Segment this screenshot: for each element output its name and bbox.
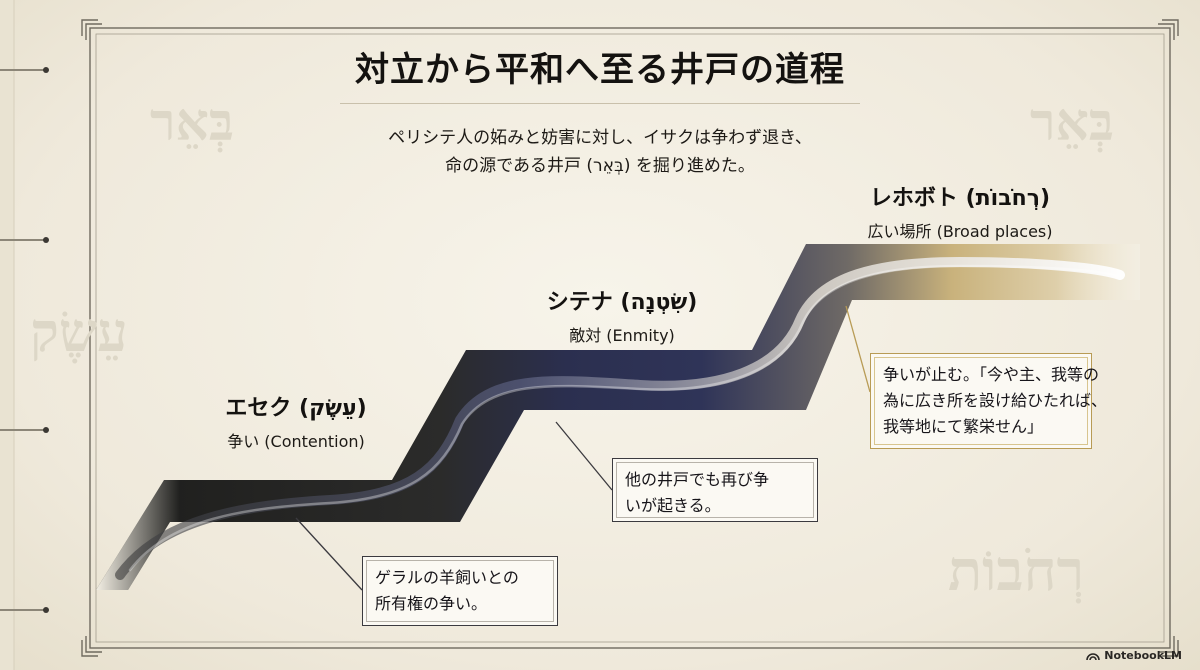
callout-rehoboth-line-1: 争いが止む。「今や主、我等の xyxy=(883,365,1100,384)
stage-meaning-sitnah: 敵対 (Enmity) xyxy=(569,326,675,345)
water-stream-highlight xyxy=(128,264,1120,572)
callout-sitnah-line-1: 他の井戸でも再び争 xyxy=(625,470,770,489)
callout-esek-line-2: 所有権の争い。 xyxy=(375,594,488,613)
callout-esek-line-1: ゲラルの羊飼いとの xyxy=(375,568,519,587)
page-title: 対立から平和へ至る井戸の道程 xyxy=(355,50,845,90)
staircase-fade xyxy=(96,244,1140,590)
watermark-beer-left: בְּאֵר xyxy=(150,92,234,153)
stage-name-sitnah: シテナ (שִׂטְנָה) xyxy=(546,290,698,315)
callout-rehoboth-line-3: 我等地にて繁栄せん」 xyxy=(883,417,1044,436)
stage-label-rehoboth: レホボト (רְחֹבוֹת) 広い場所 (Broad places) xyxy=(840,180,1080,242)
stage-label-esek: エセク (עֵשֶׂק) 争い (Contention) xyxy=(196,390,396,452)
brand-label: NotebookLM xyxy=(1104,649,1182,662)
water-stream xyxy=(115,256,1125,580)
stage-meaning-rehoboth: 広い場所 (Broad places) xyxy=(867,222,1053,241)
stage-name-esek: エセク (עֵשֶׂק) xyxy=(225,396,367,421)
callout-sitnah-line-2: いが起きる。 xyxy=(625,496,721,515)
leader-line-2 xyxy=(555,421,613,491)
callout-rehoboth-line-2: 為に広き所を設け給ひたれば、 xyxy=(883,391,1108,410)
subtitle-line-2: 命の源である井戸 (בְּאֵר) を掘り進めた。 xyxy=(445,156,755,176)
title-divider xyxy=(340,103,860,104)
leader-line-3 xyxy=(845,305,871,393)
callout-sitnah: 他の井戸でも再び争 いが起きる。 xyxy=(612,458,818,522)
stage-label-sitnah: シテナ (שִׂטְנָה) 敵対 (Enmity) xyxy=(512,284,732,346)
subtitle-line-1: ペリシテ人の妬みと妨害に対し、イサクは争わず退き、 xyxy=(388,128,812,148)
subtitle: ペリシテ人の妬みと妨害に対し、イサクは争わず退き、 命の源である井戸 (בְּא… xyxy=(0,124,1200,180)
watermark-beer-right: בְּאֵר xyxy=(1030,92,1114,153)
callout-rehoboth: 争いが止む。「今や主、我等の 為に広き所を設け給ひたれば、 我等地にて繁栄せん」 xyxy=(870,353,1108,449)
brand-watermark: NotebookLM xyxy=(1086,649,1182,662)
book-binding xyxy=(0,0,49,670)
callout-esek: ゲラルの羊飼いとの 所有権の争い。 xyxy=(362,556,558,626)
watermark-rehoboth: רְחֹבוֹת xyxy=(948,538,1085,604)
watermark-esek: עֵשֶׂק xyxy=(30,300,128,364)
notebooklm-logo-icon xyxy=(1086,652,1101,660)
stage-meaning-esek: 争い (Contention) xyxy=(227,432,365,451)
stage-name-rehoboth: レホボト (רְחֹבוֹת) xyxy=(869,186,1051,211)
leader-line-1 xyxy=(295,517,363,591)
